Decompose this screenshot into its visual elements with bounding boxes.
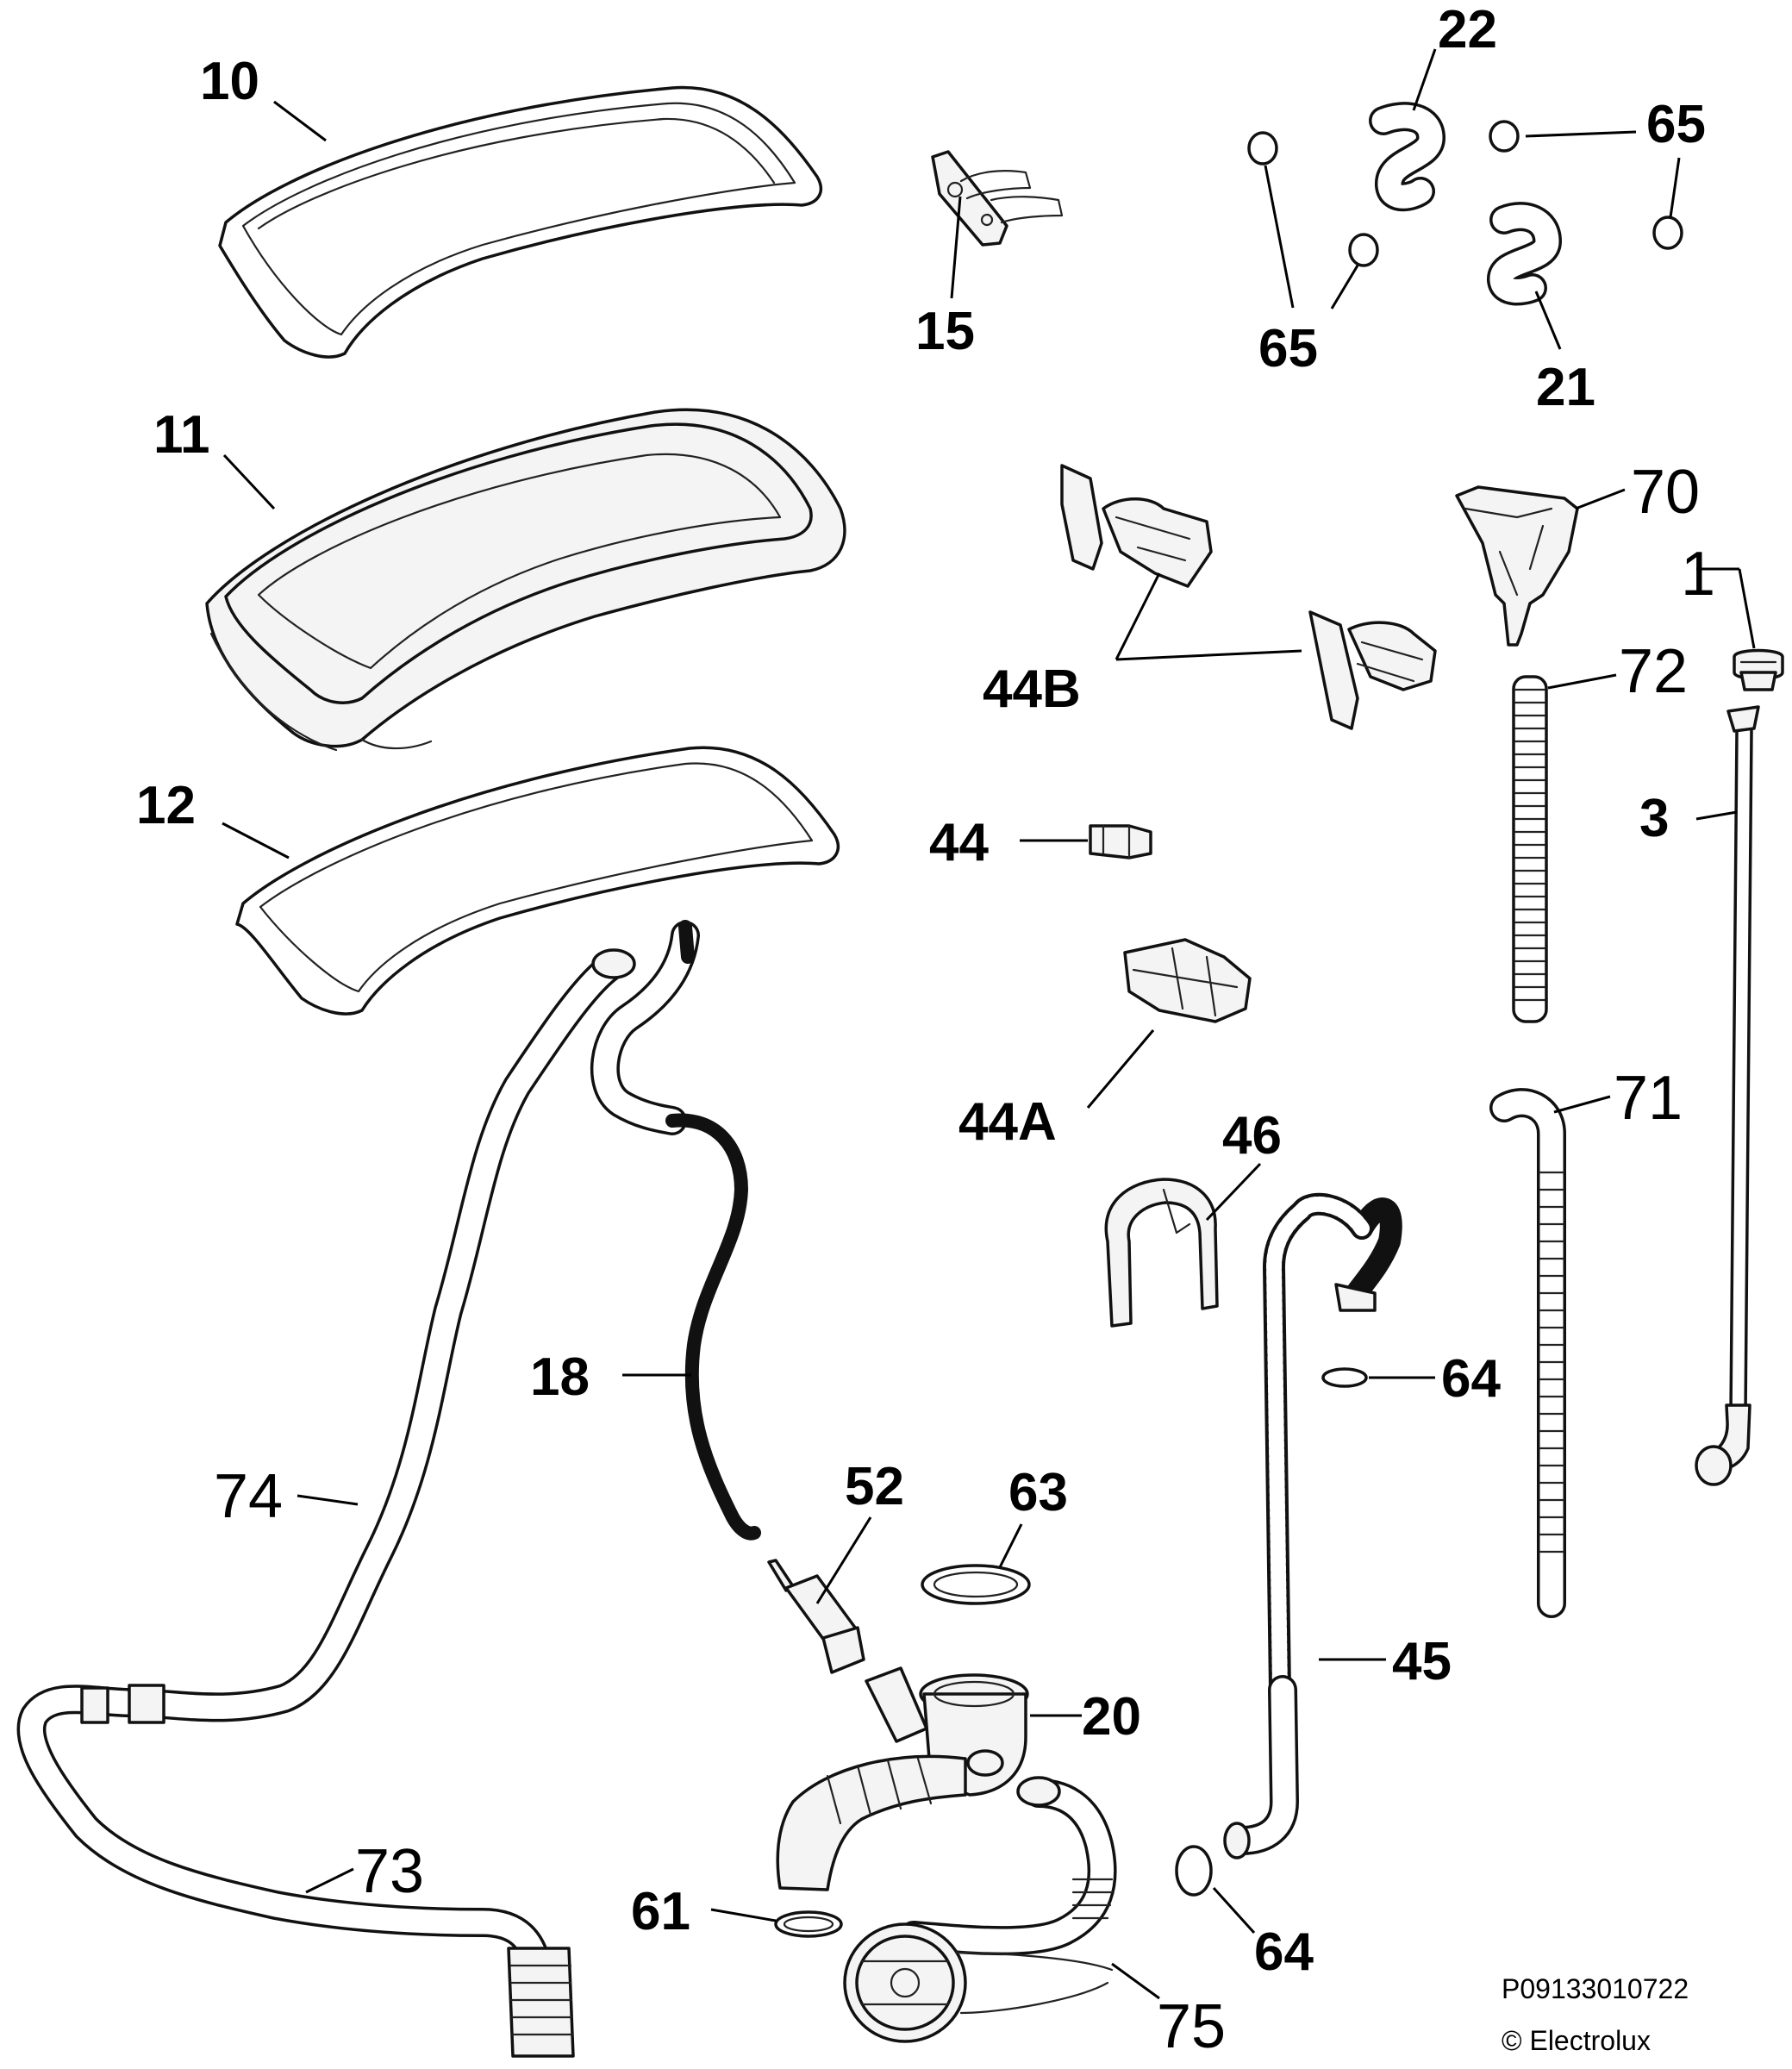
leader-lines [222, 48, 1756, 2000]
label-72: 72 [1619, 637, 1688, 706]
label-22: 22 [1438, 0, 1497, 59]
part-44b-clip-holders [1060, 464, 1437, 730]
part-72-corrugated-tube [1512, 675, 1548, 1023]
part-75-pump-assembly [843, 1776, 1117, 2043]
part-12-gasket-frame [235, 746, 840, 1016]
part-45-drain-hose [1223, 1192, 1402, 1860]
part-64-clamps [1175, 1367, 1368, 1897]
label-12: 12 [136, 776, 196, 835]
label-74: 74 [214, 1462, 283, 1531]
label-73: 73 [355, 1837, 424, 1906]
label-21: 21 [1536, 358, 1595, 417]
copyright: © Electrolux [1502, 2025, 1651, 2056]
label-63: 63 [1008, 1463, 1068, 1522]
part-63-clamp [921, 1564, 1031, 1605]
part-18-dark-hose [590, 920, 761, 1541]
part-15-bracket [931, 150, 1064, 247]
part-61-clamp [774, 1910, 843, 1938]
label-15: 15 [915, 302, 975, 361]
part-21-bent-hose [1487, 202, 1562, 306]
part-71-hose [1489, 1088, 1566, 1618]
label-18: 18 [530, 1347, 590, 1407]
part-52-connector [767, 1559, 865, 1674]
part-22-bent-hose [1369, 102, 1445, 212]
footer: P09133010722 © Electrolux [1502, 1973, 1689, 2056]
label-65-right: 65 [1646, 95, 1706, 154]
label-52: 52 [845, 1457, 904, 1516]
label-64-upper: 64 [1441, 1349, 1501, 1409]
label-44a: 44A [958, 1092, 1057, 1152]
label-45: 45 [1392, 1632, 1452, 1691]
part-11-door-bellows [205, 408, 846, 752]
part-65-clamps [1247, 120, 1683, 267]
part-labels: 10 11 12 15 22 65 65 21 70 1 72 3 44B 44… [136, 0, 1715, 2061]
part-44a-clip-holder [1123, 938, 1252, 1023]
label-44b: 44B [983, 659, 1081, 719]
label-10: 10 [200, 52, 259, 111]
label-20: 20 [1082, 1687, 1141, 1747]
part-46-u-bracket [1104, 1178, 1219, 1328]
label-44: 44 [929, 813, 989, 872]
label-75: 75 [1157, 1992, 1226, 2061]
label-3: 3 [1639, 789, 1669, 848]
label-61: 61 [631, 1882, 690, 1941]
part-3-rod [1695, 705, 1760, 1486]
part-44-clip [1089, 824, 1152, 859]
label-46: 46 [1222, 1106, 1282, 1166]
part-70-connector [1455, 485, 1579, 647]
part-10-gasket-frame [218, 85, 822, 359]
label-11: 11 [153, 405, 210, 465]
diagram-code: P09133010722 [1502, 1973, 1689, 2004]
part-20-sump-pipe [776, 1666, 1029, 1891]
label-71: 71 [1614, 1064, 1683, 1133]
label-1: 1 [1681, 540, 1715, 609]
part-1-cap [1733, 648, 1784, 691]
label-70: 70 [1631, 458, 1700, 527]
label-65-left: 65 [1258, 319, 1318, 378]
part-74-drain-hose [16, 948, 636, 2058]
label-64-lower: 64 [1254, 1922, 1314, 1982]
